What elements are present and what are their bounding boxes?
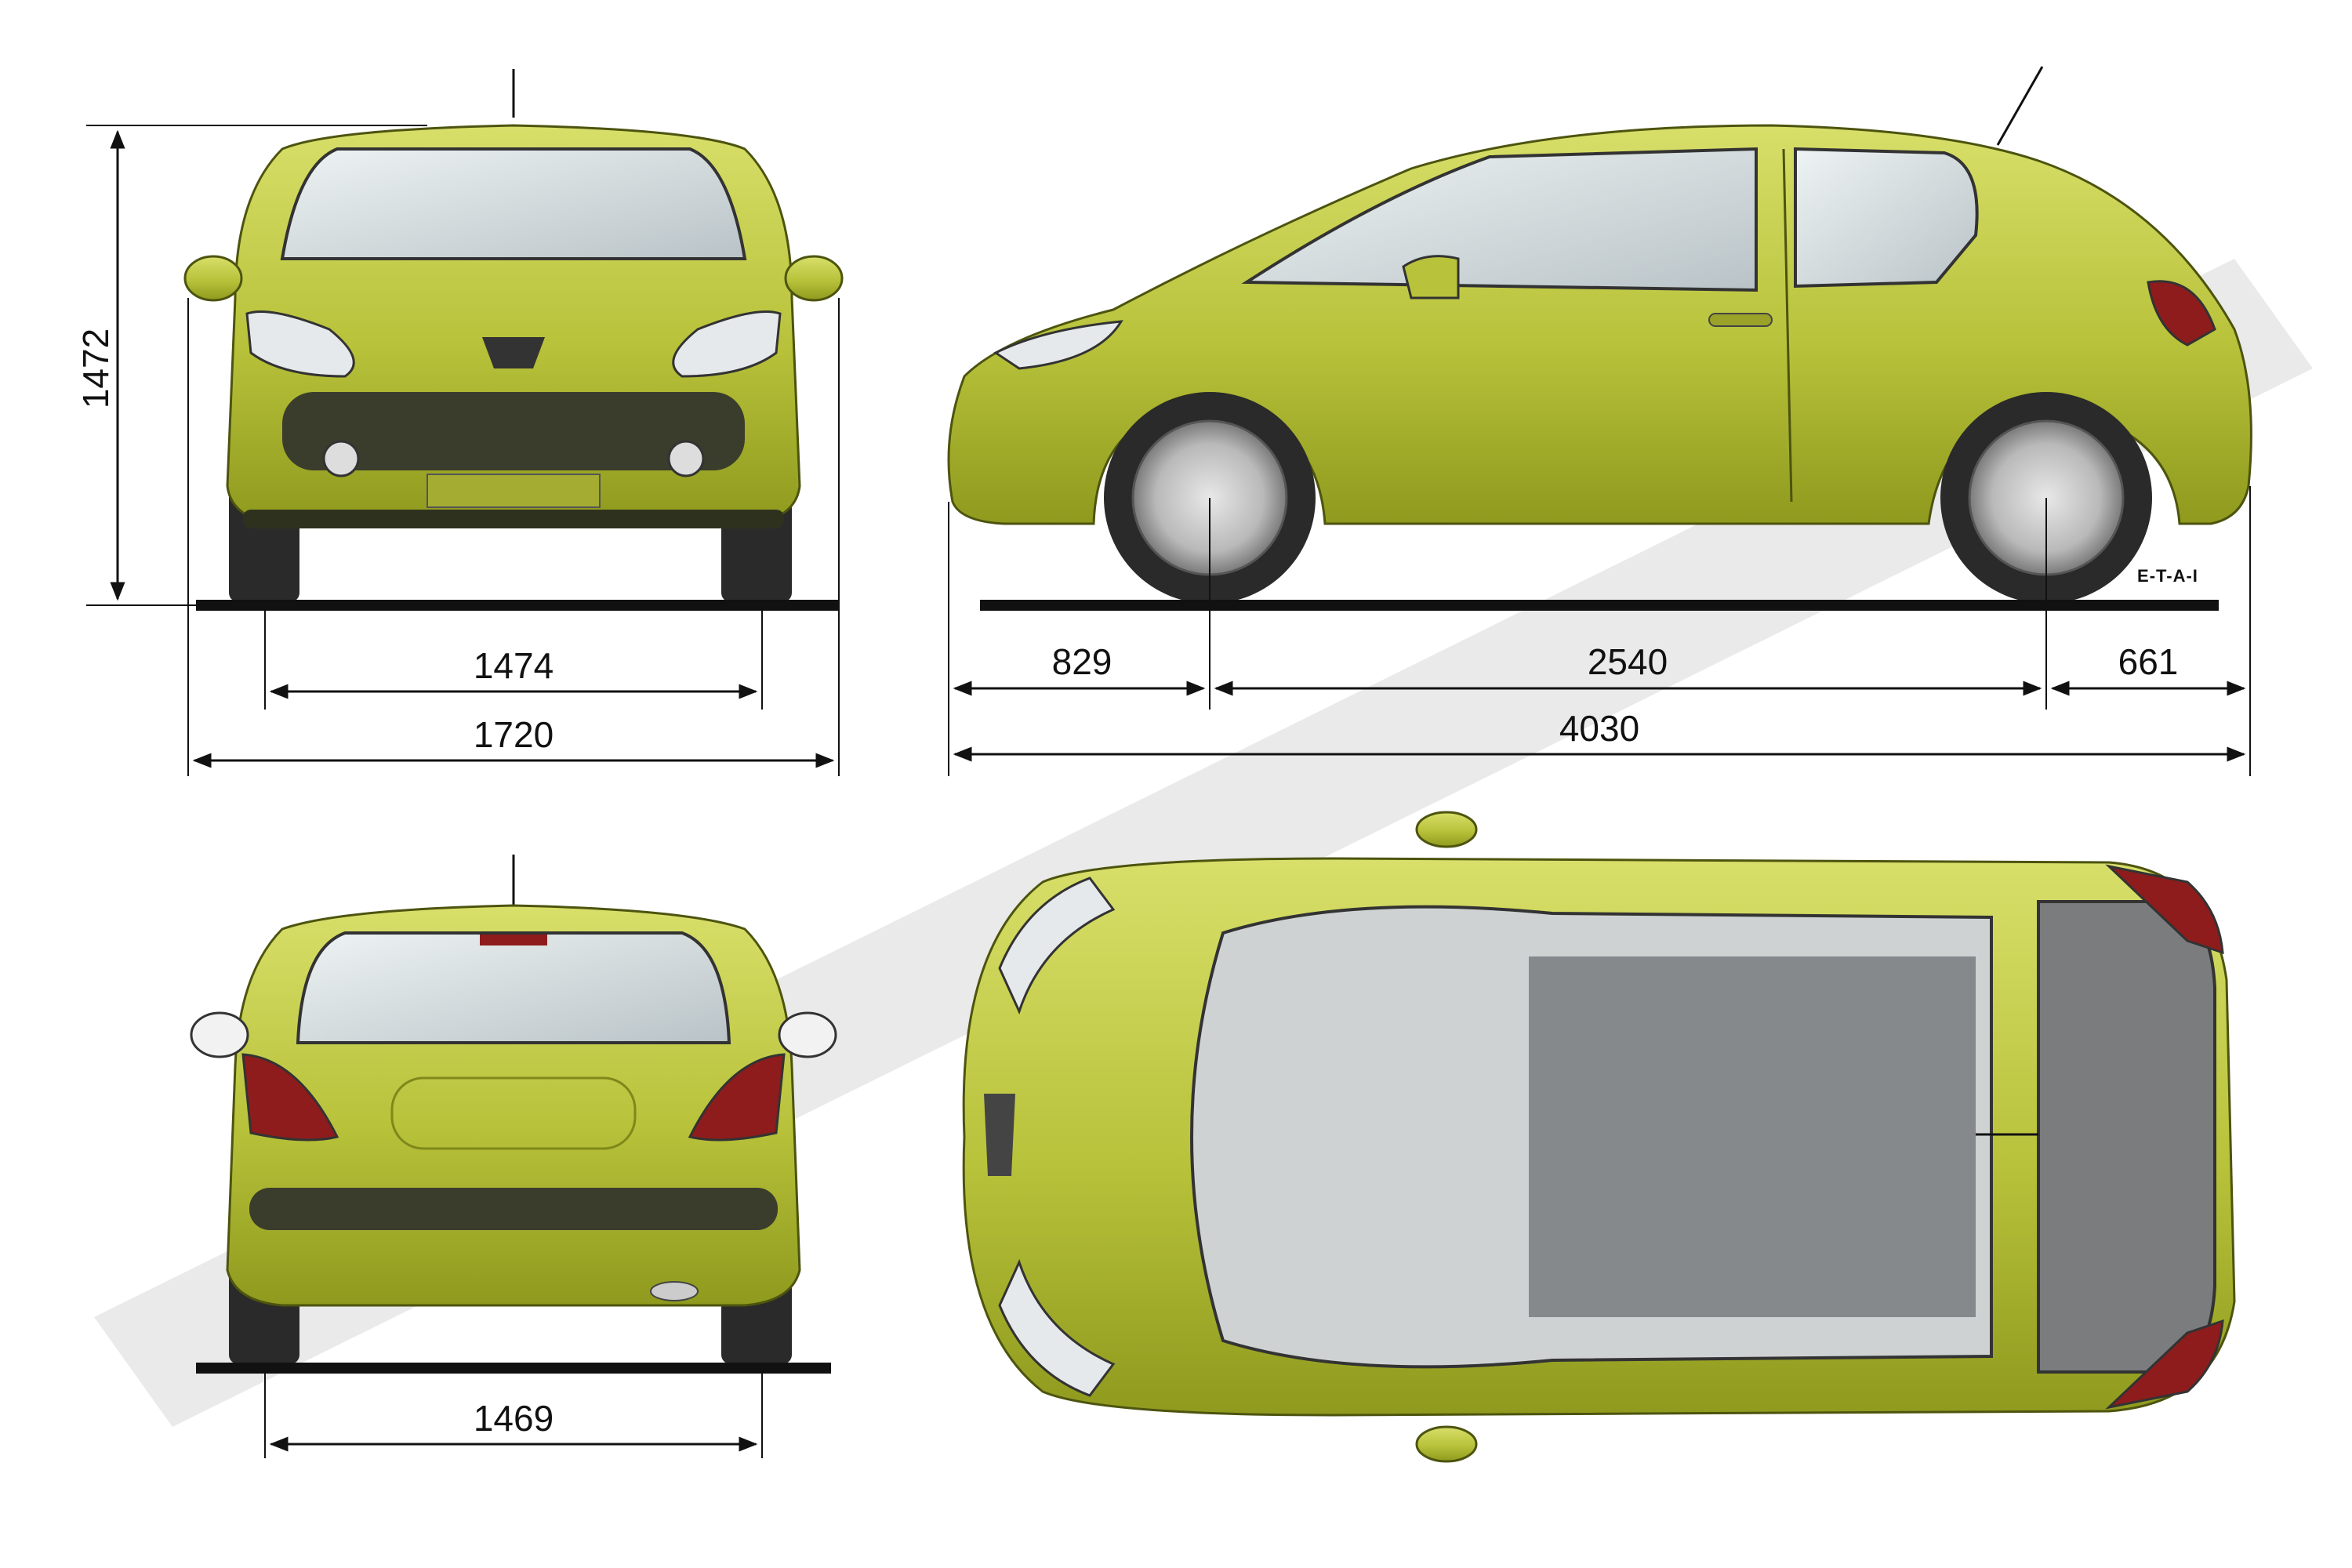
front-track-label: 1474 bbox=[474, 645, 554, 686]
left-mirror bbox=[183, 255, 243, 302]
right-fog-light bbox=[667, 440, 705, 477]
third-brake-light bbox=[480, 935, 547, 946]
height-dimension: 1472 bbox=[75, 125, 427, 606]
front-lower-bumper bbox=[243, 510, 784, 528]
door-line bbox=[1782, 148, 1793, 503]
rear-view bbox=[190, 855, 837, 1374]
top-left-taillight bbox=[2105, 864, 2224, 955]
rear-track-label: 1469 bbox=[474, 1398, 554, 1439]
rear-bumper-strip bbox=[249, 1188, 778, 1230]
overall-length-label: 4030 bbox=[1559, 708, 1639, 749]
rear-track-dimension: 1469 bbox=[264, 1368, 763, 1458]
rear-overhang-label: 661 bbox=[2118, 641, 2179, 682]
top-rear-window bbox=[2037, 900, 2216, 1374]
credit-label: E-T-A-I bbox=[2137, 566, 2198, 586]
side-mirror bbox=[1402, 255, 1460, 299]
top-view bbox=[962, 811, 2236, 1463]
side-front-window bbox=[1241, 147, 1758, 292]
wheelbase-label: 2540 bbox=[1588, 641, 1668, 682]
exhaust-pipe bbox=[650, 1281, 699, 1301]
front-width-dimensions: 1474 1720 bbox=[187, 298, 840, 776]
front-plate bbox=[426, 474, 601, 508]
top-left-mirror bbox=[1415, 811, 1478, 848]
left-fog-light bbox=[322, 440, 360, 477]
top-right-mirror bbox=[1415, 1425, 1478, 1463]
panoramic-roof bbox=[1529, 956, 1976, 1317]
top-right-taillight bbox=[2105, 1319, 2224, 1410]
rear-plate-recess bbox=[390, 1076, 637, 1150]
side-headlight bbox=[993, 320, 1123, 370]
front-windshield bbox=[280, 147, 747, 260]
length-dimensions: 829 2540 661 4030 bbox=[948, 486, 2251, 776]
right-headlight bbox=[672, 310, 782, 378]
door-handle bbox=[1708, 313, 1773, 327]
side-view: E-T-A-I bbox=[947, 66, 2252, 611]
height-label: 1472 bbox=[75, 328, 116, 408]
rear-window bbox=[296, 931, 731, 1044]
front-overhang-label: 829 bbox=[1052, 641, 1112, 682]
side-taillight bbox=[2147, 280, 2216, 347]
left-headlight bbox=[245, 310, 355, 378]
top-brand-badge bbox=[984, 1094, 1015, 1176]
rear-right-mirror bbox=[778, 1011, 837, 1058]
right-mirror bbox=[784, 255, 844, 302]
left-taillight bbox=[241, 1053, 339, 1142]
side-rear-window bbox=[1794, 147, 1979, 289]
right-taillight bbox=[688, 1053, 786, 1142]
brand-badge bbox=[482, 337, 545, 368]
front-grille bbox=[282, 392, 745, 470]
top-right-headlight bbox=[998, 1258, 1116, 1397]
rear-left-mirror bbox=[190, 1011, 249, 1058]
front-view bbox=[183, 69, 844, 611]
overall-width-label: 1720 bbox=[474, 714, 554, 755]
top-left-headlight bbox=[998, 877, 1116, 1015]
side-antenna bbox=[1996, 66, 2044, 146]
